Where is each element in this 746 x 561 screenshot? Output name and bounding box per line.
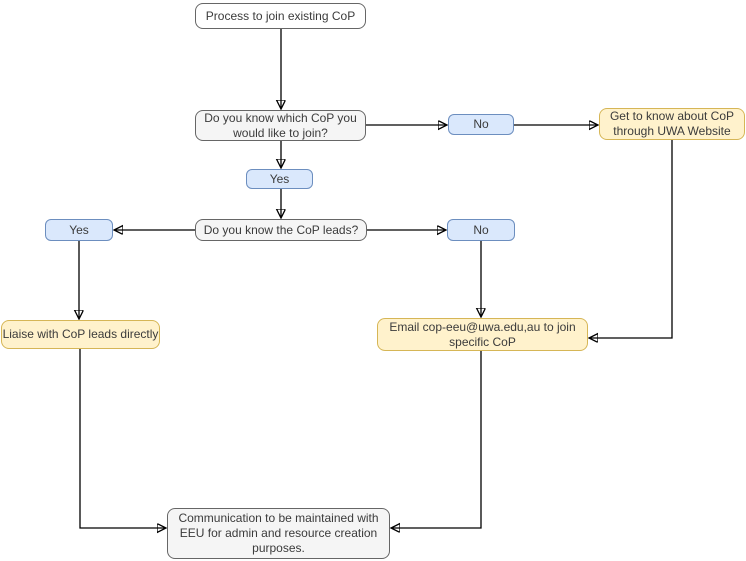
node-question-cop-leads: Do you know the CoP leads? bbox=[195, 219, 367, 241]
node-start-process: Process to join existing CoP bbox=[195, 3, 366, 29]
arrow-email-to-comm bbox=[392, 351, 482, 528]
node-answer-yes-which-cop: Yes bbox=[246, 169, 313, 189]
node-action-liaise-leads: Liaise with CoP leads directly bbox=[1, 320, 160, 349]
node-action-uwa-website: Get to know about CoP through UWA Websit… bbox=[599, 108, 745, 140]
node-question-which-cop: Do you know which CoP you would like to … bbox=[195, 110, 366, 141]
arrow-website-to-email bbox=[590, 140, 673, 338]
node-answer-no-which-cop: No bbox=[448, 114, 514, 135]
node-answer-yes-cop-leads: Yes bbox=[45, 219, 113, 241]
node-action-email-eeu: Email cop-eeu@uwa.edu,au to join specifi… bbox=[377, 318, 588, 351]
arrow-liaise-to-comm bbox=[79, 349, 165, 528]
node-answer-no-cop-leads: No bbox=[447, 219, 515, 241]
node-communication-maintained: Communication to be maintained with EEU … bbox=[167, 508, 390, 559]
